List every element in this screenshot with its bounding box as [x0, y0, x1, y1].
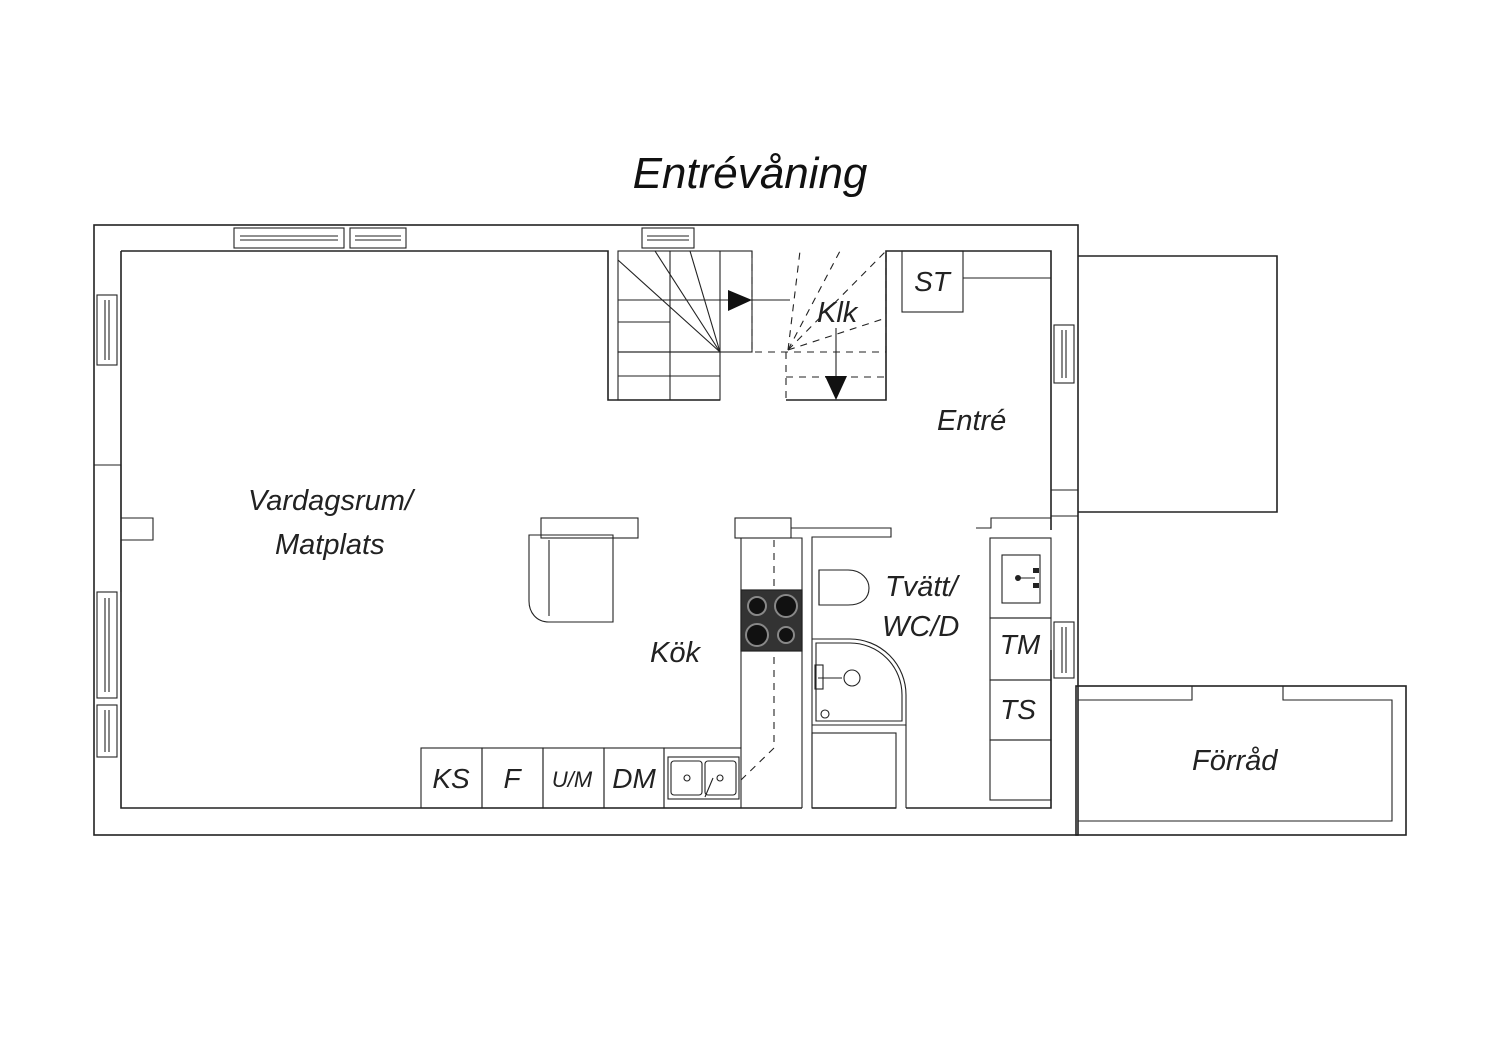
sofa — [528, 517, 639, 623]
washing-machine-label: TM — [1000, 629, 1041, 660]
door-opening-left — [94, 464, 154, 592]
storage-label: Förråd — [1192, 745, 1278, 777]
kitchen-label: Kök — [650, 637, 701, 669]
kitchen-appliances — [420, 747, 742, 809]
exterior-walls — [93, 224, 1079, 836]
wardrobe-label: ST — [914, 266, 952, 297]
windows — [96, 227, 1075, 758]
door-opening-right — [1051, 489, 1078, 517]
living-room-label-line1: Vardagsrum/ — [248, 485, 416, 517]
staircase — [617, 250, 790, 401]
terrace-outline — [1078, 255, 1278, 513]
laundry-units — [976, 517, 1052, 801]
plan-title: Entrévåning — [633, 149, 868, 198]
living-room-label-line2: Matplats — [275, 529, 385, 561]
fridge-freezer-label: KS — [432, 763, 470, 794]
appliance-labels: ST KS F U/M DM TM TS — [432, 266, 1041, 794]
sink-icon — [667, 756, 740, 800]
dryer-label: TS — [1000, 694, 1036, 725]
kitchen-counter — [663, 517, 892, 808]
freezer-label: F — [503, 763, 522, 794]
washbasin-icon — [1001, 554, 1041, 604]
staircase-upper-dashed — [751, 250, 887, 401]
storage-building — [1075, 685, 1407, 836]
bathroom-fixtures — [811, 569, 907, 809]
dishwasher-label: DM — [612, 763, 656, 794]
stair-arrow-right-icon — [728, 290, 752, 311]
stair-arrow-down-icon — [825, 376, 847, 400]
laundry-label-line1: Tvätt/ — [885, 571, 960, 603]
laundry-label-line2: WC/D — [882, 611, 959, 643]
shower-icon — [812, 638, 907, 726]
entrance-label: Entré — [937, 405, 1006, 437]
oven-microwave-label: U/M — [552, 767, 593, 792]
room-labels: Vardagsrum/ Matplats Kök Entré Klk Tvätt… — [248, 297, 1278, 777]
wardrobe-st — [901, 250, 964, 313]
toilet-icon — [818, 569, 870, 606]
closet-label: Klk — [817, 297, 859, 329]
